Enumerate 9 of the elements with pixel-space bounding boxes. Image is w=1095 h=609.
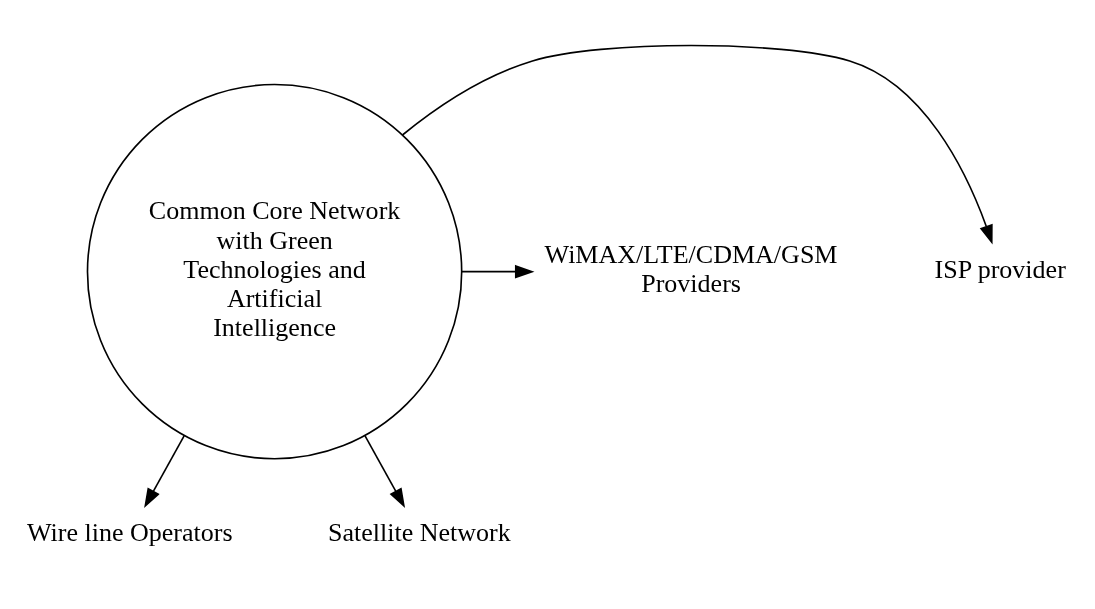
arrow xyxy=(460,264,535,278)
arrow xyxy=(364,434,406,508)
node-text: WiMAX/LTE/CDMA/GSM Providers xyxy=(544,239,838,298)
arrow xyxy=(144,434,185,508)
node-text: Satellite Network xyxy=(327,517,511,547)
node-text: Wire line Operators xyxy=(27,517,233,547)
node-circle: Common Core Network with Green Technologies and Artificial Intelligence xyxy=(86,83,463,460)
node-text: ISP provider xyxy=(934,254,1066,284)
arrow xyxy=(401,44,993,245)
